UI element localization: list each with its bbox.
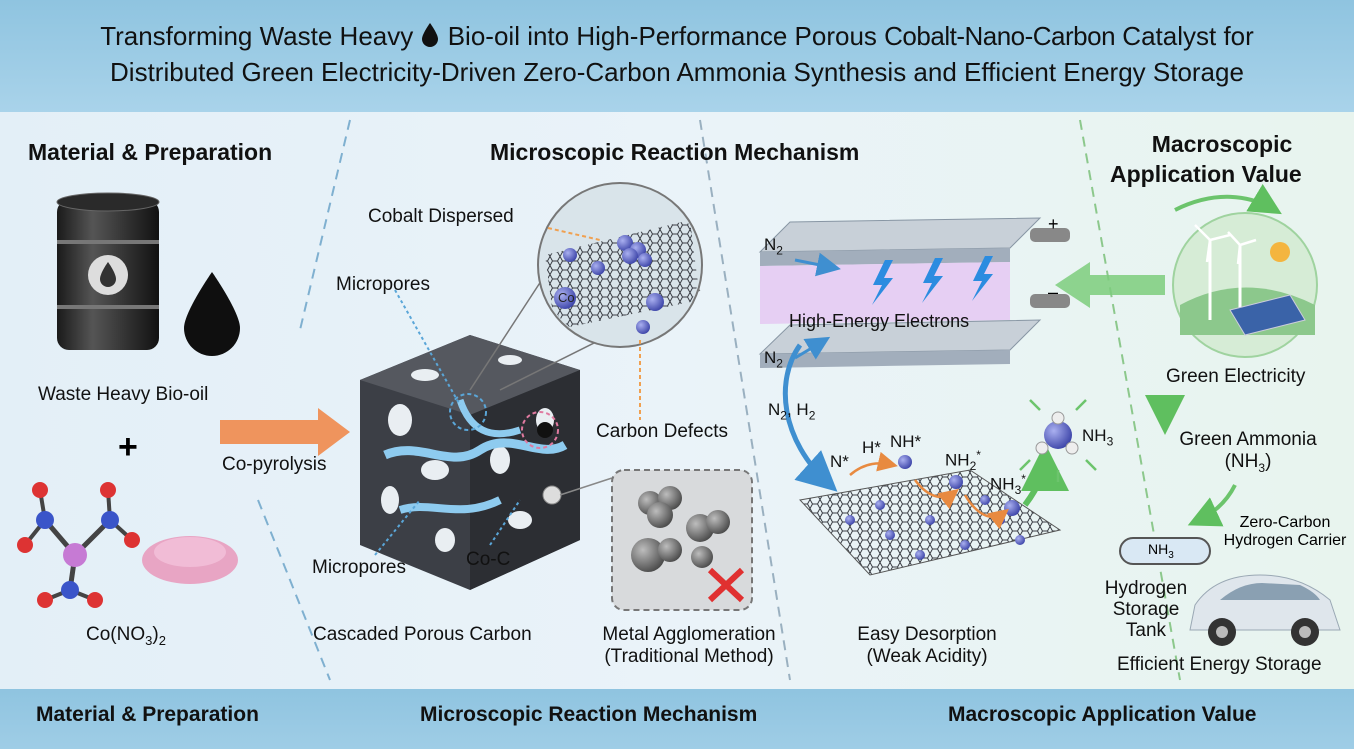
nh3-star-label: NH3* — [990, 472, 1026, 498]
metal-agglomeration-box — [559, 469, 753, 611]
electrons-label: High-Energy Electrons — [789, 311, 970, 331]
power-supply-arrow — [1055, 262, 1165, 308]
lightning-icon — [872, 260, 893, 305]
section-micro: Microscopic Reaction Mechanism — [490, 139, 860, 165]
n2-inlet-label: N2 — [764, 235, 783, 258]
page-title: Transforming Waste Heavy Bio-oil into Hi… — [100, 21, 1254, 87]
graphene-zoom-circle — [469, 182, 703, 391]
ammonia-molecule-icon — [1019, 399, 1097, 482]
nh3-product-label: NH3 — [1082, 426, 1114, 449]
main-illustration — [0, 112, 1354, 689]
negative-terminal: – — [1048, 282, 1059, 302]
co-pyrolysis-label: Co-pyrolysis — [222, 454, 327, 475]
co-c-label: Co-C — [466, 549, 511, 570]
metal-agglomeration-label: Metal Agglomeration(Traditional Method) — [602, 624, 776, 667]
footer-micro: Microscopic Reaction Mechanism — [420, 703, 758, 726]
carbon-defects-label: Carbon Defects — [596, 421, 729, 442]
oil-barrel-icon — [56, 192, 160, 350]
n2-second-label: N2 — [764, 348, 783, 371]
co-pyrolysis-arrow — [220, 408, 350, 456]
cobalt-dispersed-label: Cobalt Dispersed — [368, 206, 514, 227]
micropores-top-label: Micropores — [336, 274, 430, 295]
nh2-star-label: NH2* — [945, 448, 981, 474]
nh-star-label: NH* — [890, 432, 922, 451]
footer-macro: Macroscopic Application Value — [948, 703, 1257, 726]
cobalt-nitrate-molecule-icon — [17, 482, 140, 608]
green-ammonia-label: Green Ammonia (NH3) — [1179, 429, 1317, 475]
cobalt-nitrate-label: Co(NO3)2 — [86, 624, 166, 648]
footer-banner — [0, 689, 1354, 749]
plus-sign: + — [118, 428, 138, 466]
section-material: Material & Preparation — [28, 139, 273, 165]
green-electricity-icon — [1172, 212, 1318, 358]
cobalt-atom-label: Co — [558, 290, 575, 305]
cascaded-porous-carbon-label: Cascaded Porous Carbon — [313, 624, 532, 645]
oil-drop-icon — [422, 23, 439, 47]
tank-nh3-label: NH3 — [1148, 541, 1174, 561]
section-macro-line2: Application Value — [1110, 161, 1302, 187]
easy-desorption-label: Easy Desorption(Weak Acidity) — [857, 624, 997, 667]
catalyst-surface — [799, 451, 1062, 576]
green-electricity-label: Green Electricity — [1166, 366, 1306, 387]
efficient-storage-label: Efficient Energy Storage — [1117, 654, 1322, 675]
title-banner — [0, 0, 1354, 112]
cross-icon — [707, 567, 745, 603]
n-star-label: N* — [830, 452, 849, 471]
footer-material: Material & Preparation — [36, 703, 259, 726]
section-macro: Macroscopic — [1151, 131, 1293, 157]
bio-oil-label: Waste Heavy Bio-oil — [38, 384, 209, 405]
lightning-icon — [972, 256, 993, 301]
electric-car-icon — [1189, 574, 1341, 646]
oil-drop-icon — [184, 272, 240, 356]
n2-h2-label: N2, H2 — [768, 400, 816, 423]
lightning-icon — [922, 258, 943, 303]
ammonia-tank-icon — [1119, 537, 1211, 565]
positive-terminal: + — [1048, 214, 1059, 234]
micropores-bottom-label: Micropores — [312, 557, 406, 578]
h-star-label: H* — [862, 438, 881, 457]
